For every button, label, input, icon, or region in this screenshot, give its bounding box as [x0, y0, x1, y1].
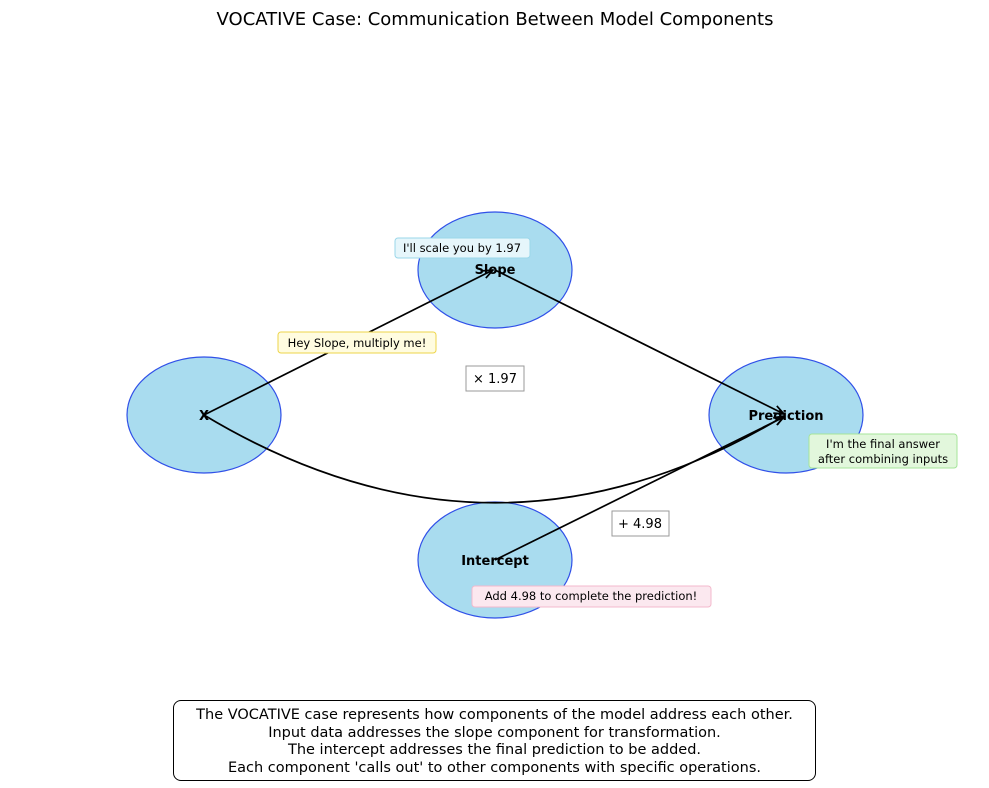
- speech-bubble-prediction: I'm the final answer after combining inp…: [808, 433, 958, 469]
- speech-bubble-x: Hey Slope, multiply me!: [277, 331, 437, 354]
- speech-bubble-slope-text: I'll scale you by 1.97: [403, 241, 521, 255]
- diagram-canvas: VOCATIVE Case: Communication Between Mod…: [126, 9, 958, 619]
- node-prediction-label: Prediction: [748, 409, 823, 424]
- edge-intercept-to-prediction: [494, 417, 784, 561]
- node-intercept-label: Intercept: [461, 554, 529, 569]
- edge-slope-to-prediction: [494, 269, 784, 414]
- operation-multiply-label: × 1.97: [473, 372, 517, 387]
- speech-bubble-intercept-text: Add 4.98 to complete the prediction!: [485, 589, 698, 603]
- caption-line-2: Input data addresses the slope component…: [268, 724, 721, 741]
- speech-bubble-prediction-line1: I'm the final answer: [826, 437, 940, 451]
- node-x-label: X: [199, 409, 209, 424]
- operation-add-label: + 4.98: [618, 517, 662, 532]
- edge-x-to-prediction: [203, 414, 784, 504]
- operation-add-box: + 4.98: [611, 510, 670, 537]
- caption-line-3: The intercept addresses the final predic…: [287, 742, 702, 758]
- caption-box: The VOCATIVE case represents how compone…: [173, 700, 816, 781]
- node-slope-label: Slope: [475, 263, 516, 278]
- speech-bubble-slope: I'll scale you by 1.97: [394, 237, 531, 259]
- speech-bubble-prediction-line2: after combining inputs: [818, 452, 948, 466]
- speech-bubble-intercept: Add 4.98 to complete the prediction!: [471, 585, 712, 608]
- page-title: VOCATIVE Case: Communication Between Mod…: [217, 9, 774, 30]
- caption-line-4: Each component 'calls out' to other comp…: [227, 759, 761, 776]
- operation-multiply-box: × 1.97: [465, 365, 525, 392]
- caption-line-1: The VOCATIVE case represents how compone…: [196, 707, 793, 723]
- speech-bubble-x-text: Hey Slope, multiply me!: [288, 336, 427, 350]
